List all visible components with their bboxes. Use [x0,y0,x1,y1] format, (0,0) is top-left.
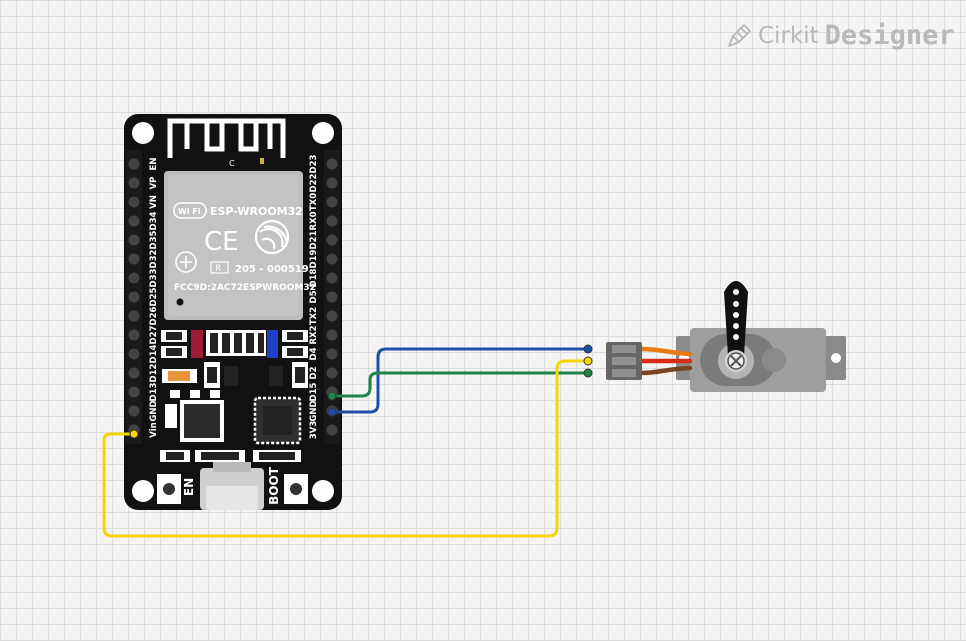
header-pin-d35[interactable] [128,234,140,246]
pin-label-d5: D5 [309,290,319,303]
mount-hole [312,480,334,502]
wire-power [102,359,590,538]
espressif-logo-icon [254,219,290,255]
servo-leads [637,346,693,376]
pin-label-vin: Vin [149,422,159,437]
boot-button-label: BOOT [267,466,281,505]
header-pin-d19[interactable] [326,253,338,265]
header-pin-d18[interactable] [326,272,338,284]
pin-label-d15: D15 [309,382,319,401]
servo-motor[interactable] [676,281,846,392]
header-pin-tx0[interactable] [326,196,338,208]
pin-label-d14: D14 [149,344,159,363]
pin-label-d22: D22 [309,173,319,192]
header-pin-d33[interactable] [128,272,140,284]
header-pin-rx0[interactable] [326,215,338,227]
pin-label-gnd: GND [309,400,319,421]
header-pin-d12[interactable] [128,367,140,379]
header-pin-d5[interactable] [326,291,338,303]
fcc-id: FCC9D:2AC72ESPWROOM32 [174,283,316,293]
pin-label-gnd: GND [149,400,159,421]
cert-code: 205 - 000519 [235,264,309,275]
r-mark: R [215,264,221,274]
header-pin-rx2[interactable] [326,329,338,341]
esp32-board[interactable]: C Wi Fi ESP-WROOM32 CE R [124,114,342,510]
right-pin-header: D23D22TX0RX0D21D19D18D5TX2RX2D4D2D15GND3… [309,154,338,439]
ce-mark: CE [204,227,239,257]
pin-label-tx2: TX2 [309,307,319,325]
pin-label-vn: VN [149,195,159,209]
mount-hole [312,122,334,144]
pin-label-rx0: RX0 [309,211,319,230]
boot-button[interactable] [284,474,308,504]
pin-label-3v3: 3V3 [309,421,319,439]
pin-label-d23: D23 [309,154,319,173]
header-pin-d23[interactable] [326,158,338,170]
wires[interactable] [102,347,590,538]
pin-label-d4: D4 [309,347,319,360]
header-pin-d22[interactable] [326,177,338,189]
header-pin-vp[interactable] [128,177,140,189]
pin-label-d34: D34 [149,211,159,230]
mount-hole [132,480,154,502]
header-pin-tx2[interactable] [326,310,338,322]
header-pin-d14[interactable] [128,348,140,360]
pin-label-d33: D33 [149,268,159,287]
pin-label-d35: D35 [149,230,159,249]
header-pin-d2[interactable] [326,367,338,379]
logo-brand: Cirkit [758,22,819,49]
header-pin-en[interactable] [128,158,140,170]
wire-ground [330,347,590,414]
pen-logo-icon [728,23,751,47]
header-pin-vn[interactable] [128,196,140,208]
pin-label-d25: D25 [149,287,159,306]
header-pin-gnd[interactable] [128,405,140,417]
pin-label-d19: D19 [309,249,319,268]
pin-label-vp: VP [149,177,159,190]
wroom-module: Wi Fi ESP-WROOM32 CE R 205 - 000519 FCC9… [164,171,316,320]
cirkit-designer-logo: Cirkit Designer [726,20,955,51]
pin-label-d18: D18 [309,268,319,287]
pcb-antenna [167,118,286,158]
pin-label-en: EN [149,158,159,171]
header-pin-d21[interactable] [326,234,338,246]
servo-horn[interactable] [724,281,748,356]
wifi-badge-icon [173,202,207,219]
pin-label-d21: D21 [309,230,319,249]
antenna-label: C [229,159,235,168]
mount-hole [132,122,154,144]
svg-text:Wi Fi: Wi Fi [178,207,201,216]
pin-label-d32: D32 [149,249,159,268]
en-button[interactable] [157,474,181,504]
en-button-label: EN [182,478,196,496]
pin-label-d13: D13 [149,382,159,401]
pin-label-d26: D26 [149,306,159,325]
left-pin-header: EN VP VN D34D35D32D33D25D26D27D14D12D13GNDV… [128,158,159,438]
servo-connector [606,342,642,380]
header-pin-3v3[interactable] [326,424,338,436]
wire-endpoints [129,344,593,439]
header-pin-d27[interactable] [128,329,140,341]
header-pin-d34[interactable] [128,215,140,227]
pin-label-d27: D27 [149,325,159,344]
fcc-mark-icon [175,251,197,273]
pin-label-d12: D12 [149,363,159,382]
header-pin-d4[interactable] [326,348,338,360]
header-pin-d25[interactable] [128,291,140,303]
wire-signal [330,371,590,398]
smd-components [160,330,308,510]
pin-label-rx2: RX2 [309,325,319,344]
header-pin-d32[interactable] [128,253,140,265]
module-name: ESP-WROOM32 [210,205,303,218]
pin-label-tx0: TX0 [309,193,319,211]
header-pin-d13[interactable] [128,386,140,398]
logo-product: Designer [824,20,955,51]
header-pin-d26[interactable] [128,310,140,322]
pin-label-d2: D2 [309,366,319,379]
